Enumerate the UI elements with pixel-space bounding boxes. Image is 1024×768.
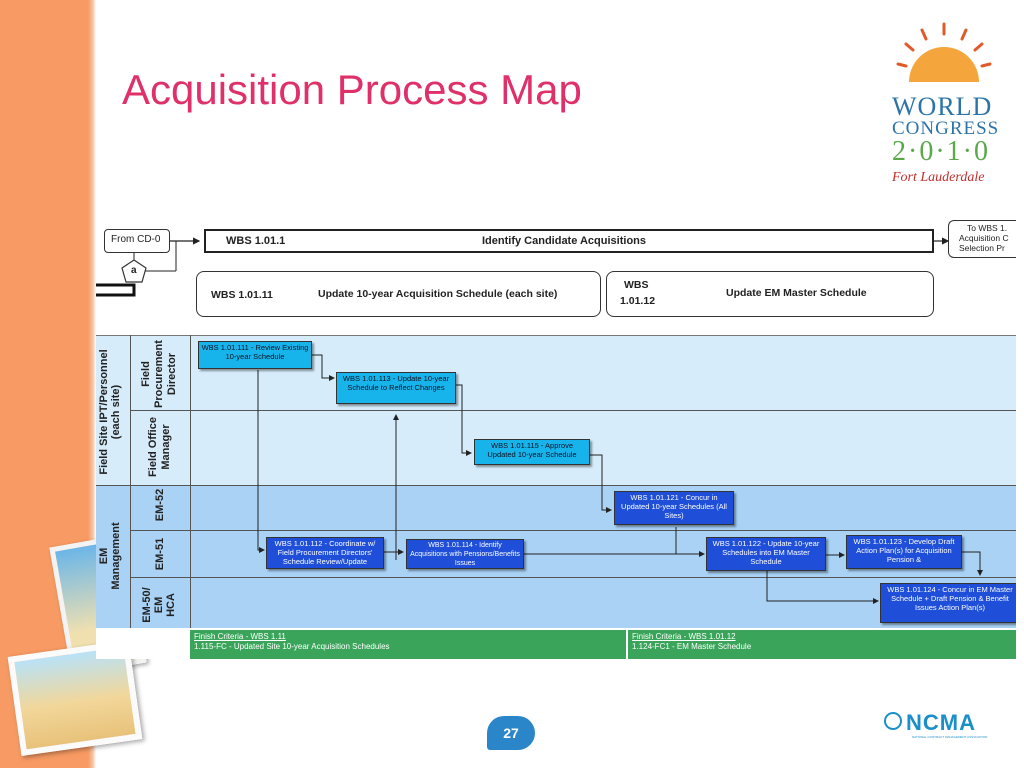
from-cd0-label: From CD-0: [111, 234, 161, 245]
wbs-main-id: WBS 1.01.1: [226, 235, 286, 247]
wbs-a-id: WBS 1.01.11: [211, 289, 273, 301]
wbs-b-box: [606, 271, 934, 317]
wbs-main-name: Identify Candidate Acquisitions: [482, 235, 646, 247]
lane-divider: [130, 410, 1016, 411]
wbs-b-name: Update EM Master Schedule: [726, 287, 867, 299]
ncma-logo: NCMA NATIONAL CONTRACT MANAGEMENT ASSOCI…: [884, 710, 987, 739]
task-1-01-115: WBS 1.01.115 - Approve Updated 10-year S…: [474, 439, 590, 465]
task-1-01-113: WBS 1.01.113 - Update 10-year Schedule t…: [336, 372, 456, 404]
ncma-wordmark: NCMA: [906, 710, 976, 735]
connector-pentagon: [121, 259, 147, 283]
world-congress-logo: WORLD CONGRESS 2·0·1·0 Fort Lauderdale: [880, 20, 1010, 200]
wbs-b-id-1: WBS: [624, 279, 649, 291]
decorative-stripe-edge: [88, 0, 96, 768]
finish-criteria-2: Finish Criteria - WBS 1.01.12 1.124-FC1 …: [628, 630, 1016, 659]
connector-label: a: [131, 265, 137, 276]
lane-column-line: [190, 335, 191, 628]
to-wbs-label-2: Acquisition C: [959, 233, 1009, 243]
lane-divider: [96, 485, 1016, 486]
task-1-01-124: WBS 1.01.124 - Concur in EM Master Sched…: [880, 583, 1016, 623]
ncma-tagline: NATIONAL CONTRACT MANAGEMENT ASSOCIATION: [912, 735, 988, 739]
finish-criteria-1-text: 1.115-FC - Updated Site 10-year Acquisit…: [194, 642, 390, 651]
logo-line-city: Fort Lauderdale: [892, 170, 985, 185]
wbs-a-box: [196, 271, 601, 317]
task-1-01-112: WBS 1.01.112 - Coordinate w/ Field Procu…: [266, 537, 384, 569]
lane-divider: [130, 530, 1016, 531]
process-map: From CD-0 a WBS 1.01.1 Identify Candidat…: [96, 215, 1016, 659]
to-wbs-box: To WBS 1. Acquisition C Selection Pr: [948, 220, 1016, 258]
logo-line-world: WORLD: [892, 92, 993, 121]
globe-icon: [884, 712, 902, 730]
lane-column-line: [130, 335, 131, 628]
task-1-01-123: WBS 1.01.123 - Develop Draft Action Plan…: [846, 535, 962, 569]
lane-divider: [96, 335, 1016, 336]
task-1-01-121: WBS 1.01.121 - Concur in Updated 10-year…: [614, 491, 734, 525]
finish-criteria-1: Finish Criteria - WBS 1.11 1.115-FC - Up…: [190, 630, 626, 659]
task-1-01-114: WBS 1.01.114 - Identify Acquisitions wit…: [406, 539, 524, 569]
from-cd0-box: From CD-0: [104, 229, 170, 253]
to-wbs-label-3: Selection Pr: [959, 243, 1005, 253]
page-number: 27: [487, 716, 535, 750]
finish-criteria-2-text: 1.124-FC1 - EM Master Schedule: [632, 642, 752, 651]
finish-criteria-2-title: Finish Criteria - WBS 1.01.12: [632, 632, 736, 641]
logo-line-congress: CONGRESS: [892, 118, 1000, 139]
wbs-main-bar: [204, 229, 934, 253]
flow-connectors: [257, 354, 983, 604]
slide-title: Acquisition Process Map: [122, 66, 582, 113]
finish-criteria-1-title: Finish Criteria - WBS 1.11: [194, 632, 286, 641]
task-1-01-111: WBS 1.01.111 - Review Existing 10-year S…: [198, 341, 312, 369]
to-wbs-label-1: To WBS 1.: [967, 223, 1008, 233]
wbs-a-name: Update 10-year Acquisition Schedule (eac…: [318, 288, 558, 300]
lane-divider: [130, 577, 1016, 578]
task-1-01-122: WBS 1.01.122 - Update 10-year Schedules …: [706, 537, 826, 571]
logo-line-year: 2·0·1·0: [892, 136, 990, 167]
wbs-b-id-2: 1.01.12: [620, 295, 656, 307]
sun-icon: [896, 22, 992, 82]
